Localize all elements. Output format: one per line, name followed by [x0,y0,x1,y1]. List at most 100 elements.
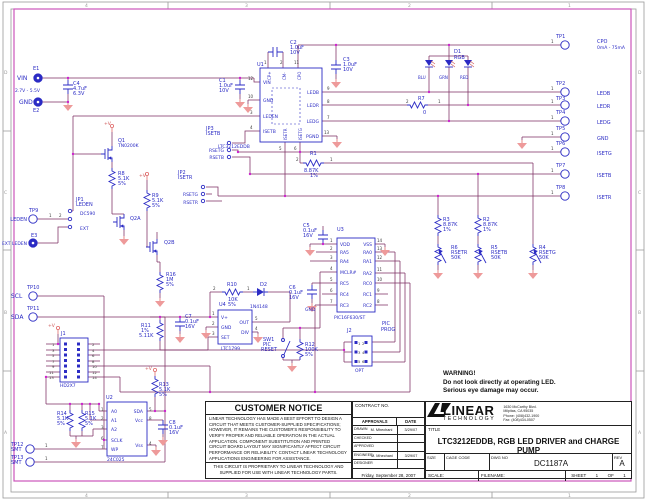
schematic-label: 0.1uF [289,290,303,296]
schematic-label: 6 [101,436,104,441]
schematic-label: 1 [49,213,52,218]
schematic-label: R15 [85,411,95,417]
schematic-label: 13 [49,375,54,380]
schematic-label: 12 [377,255,383,260]
schematic-label: 1 [551,131,554,136]
schematic-label: LEDR [597,104,611,110]
schematic-label: SCL [11,293,23,300]
schematic-label: GND [221,325,232,331]
ground-symbol [516,139,528,150]
schematic-label: TP8 [555,185,565,191]
customer-notice: CUSTOMER NOTICE LINEAR TECHNOLOGY HAS MA… [205,401,352,479]
led-blue [424,59,436,68]
schematic-label: Q2A [130,216,141,222]
ground-symbol [252,333,264,344]
schematic-label: 4 [85,493,88,499]
jumper-jp1-pin [67,224,73,230]
schematic-label: TP6 [555,141,565,147]
schematic-label: 12 [248,76,254,81]
resistor-r12 [296,338,304,361]
schematic-label: 5.1K [159,387,171,393]
schematic-label: C3 [343,57,350,63]
testpoint-tp6 [560,147,570,157]
ground-symbol [157,436,169,447]
schematic-label: 0.1uF [303,228,317,234]
schematic-label: JP1 [75,197,84,203]
schematic-label: 5.1K [85,416,97,422]
schematic-label: 1 [551,115,554,120]
schematic-label: 5% [166,282,174,288]
schematic-label: VDD [340,242,351,248]
schematic-label: 5% [118,181,126,187]
schematic-label: GND [19,99,33,106]
schematic-label: 10V [219,88,229,94]
schematic-label: 4.7uF [73,86,87,92]
capacitor-c1 [234,79,246,95]
schematic-label: HD2X7 [60,383,76,389]
schematic-label: ISETR [178,175,193,181]
schematic-label: 1 [568,493,571,499]
schematic-label: LEDEN [10,217,27,223]
schematic-label: RC4 [340,292,349,298]
schematic-label: R4 [539,245,546,251]
schematic-label: +V [48,323,56,329]
schematic-label: R3 [443,217,450,223]
resistor-r8 [108,167,116,190]
schematic-label: 6 [294,146,297,151]
scale-label: SCALE: [428,473,445,478]
schematic-label: 10K [228,297,238,303]
schematic-label: 1 [551,39,554,44]
vplus-symbol [55,325,61,335]
schematic-label: 5.1K [118,176,130,182]
capacitor-c2 [267,46,284,58]
diode-d2 [252,287,269,297]
schematic-label: U1 [257,62,264,68]
capacitor-c6 [306,284,318,300]
schematic-label: 8.87K [304,168,319,174]
testpoint-tp8 [560,191,570,201]
schematic-label: SMT [11,460,22,466]
schematic-label: 6.3V [73,91,85,97]
linear-technology-logo: LINEAR TECHNOLOGY [426,403,495,422]
ground-symbol [174,333,186,344]
jumper-jp1-pin [67,208,73,214]
schematic-label: 0mA - 75mA [597,45,626,51]
schematic-label: 5.1K [152,198,164,204]
schematic-label: 3 [330,255,333,260]
schematic-label: 2 [296,157,299,162]
schematic-label: 1 [551,146,554,151]
schematic-label: PIC [263,342,271,348]
schematic-label: R14 [57,411,67,417]
schematic-label: RA5 [340,250,349,256]
schematic-label: WP [111,447,118,453]
schematic-label: 8 [92,359,95,364]
schematic-label: 3 [245,3,248,9]
lt-logo-icon [427,403,451,417]
terminal-e2 [33,97,43,107]
schematic-label: GND [597,136,609,142]
schematic-label: 13 [324,130,330,135]
approval-row: APPROVED [353,443,424,452]
schematic-label: 10 [248,94,254,99]
schematic-label: ISETG [298,128,303,140]
schematic-label: 1 [52,342,55,347]
ic-u1-pad [271,87,301,125]
schematic-label: 3 [245,493,248,499]
schematic-label: 2.7V - 5.5V [15,88,41,94]
capacitor-c4 [62,79,74,95]
testpoint-tp7 [560,169,570,179]
connector-j1-pins [64,342,80,379]
connector-j2 [351,335,373,367]
schematic-label: 3 [250,110,253,115]
schematic-label: RSETG [539,250,556,256]
contract-no-label: CONTRACT NO. [353,402,424,418]
plot-frame [13,8,632,482]
schematic-label: TP2 [555,81,565,87]
testpoint-tp9 [28,214,38,224]
schematic-label: 5% [305,352,313,358]
title-label: TITLE [428,427,441,432]
warning-line: Serious eye damage may occur. [443,387,539,394]
schematic-label: PGND [306,134,320,140]
drawing-title: LTC3212EDDB, RGB LED DRIVER and CHARGE P… [437,437,620,455]
